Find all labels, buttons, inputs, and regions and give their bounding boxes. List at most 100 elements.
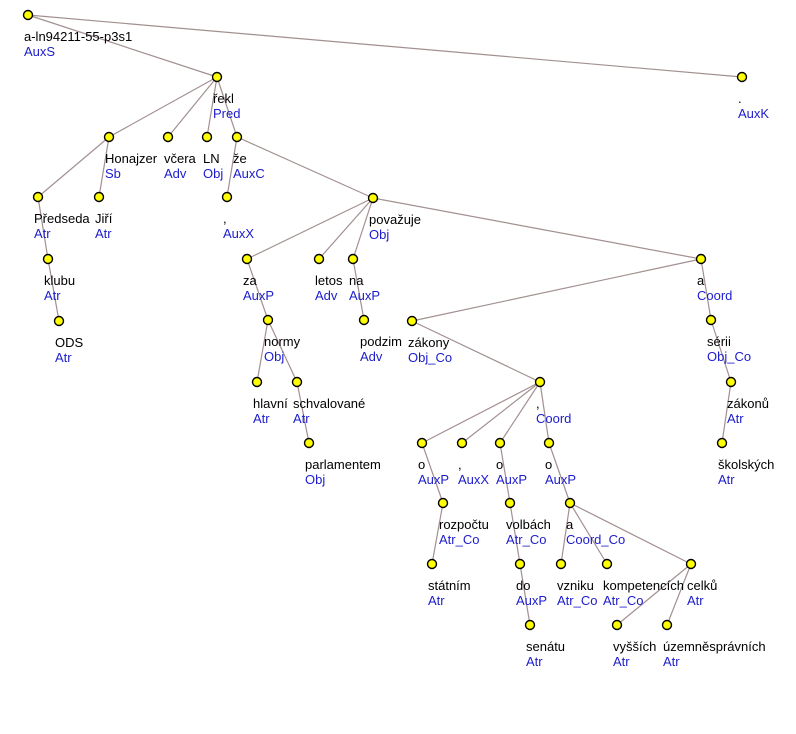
tree-edge [421,381,541,444]
tree-edge [560,502,571,565]
node-afun-label: Atr_Co [557,593,598,608]
tree-edge [421,442,444,504]
tree-node[interactable] [221,191,233,203]
tree-edge [519,563,531,626]
tree-edge [411,258,702,322]
tree-edge [411,320,541,383]
tree-node[interactable] [201,131,213,143]
tree-node[interactable] [524,619,536,631]
tree-node[interactable] [564,497,576,509]
node-afun-label: Atr [663,654,680,669]
node-token-label: považuje [369,212,422,227]
node-afun-label: Atr [718,472,735,487]
tree-edge [548,442,571,504]
tree-edge [27,14,743,78]
tree-node[interactable] [611,619,623,631]
node-token-label: zákonů [727,396,769,411]
tree-node[interactable] [53,315,65,327]
node-afun-label: Adv [315,288,338,303]
node-afun-label: Atr_Co [506,532,547,547]
tree-node[interactable] [456,437,468,449]
tree-node[interactable] [231,131,243,143]
tree-node[interactable] [685,558,697,570]
tree-node[interactable] [251,376,263,388]
node-afun-label: Atr [253,411,270,426]
tree-edge [721,381,732,444]
tree-node[interactable] [303,437,315,449]
tree-edge [37,196,49,260]
tree-edge [700,258,712,321]
tree-edge [167,76,218,138]
tree-edge [246,197,374,260]
tree-node[interactable] [555,558,567,570]
tree-node[interactable] [725,376,737,388]
node-token-label: , [458,457,462,472]
tree-edge [267,319,298,383]
node-token-label: a [566,517,574,532]
node-afun-label: Pred [213,106,241,121]
tree-node[interactable] [103,131,115,143]
node-afun-label: AuxP [349,288,381,303]
tree-node[interactable] [22,9,34,21]
tree-edge [27,14,218,78]
tree-node[interactable] [262,314,274,326]
tree-node[interactable] [313,253,325,265]
node-afun-label: Atr [526,654,543,669]
tree-edge [461,381,541,444]
tree-node[interactable] [494,437,506,449]
tree-node[interactable] [543,437,555,449]
tree-node[interactable] [42,253,54,265]
node-token-label: kompetencích [603,578,684,593]
tree-node[interactable] [358,314,370,326]
node-afun-label: Obj_Co [707,349,752,364]
tree-node[interactable] [93,191,105,203]
tree-node[interactable] [504,497,516,509]
tree-node[interactable] [367,192,379,204]
tree-node[interactable] [162,131,174,143]
node-token-label: , [536,396,540,411]
node-afun-label: Sb [105,166,121,181]
tree-node[interactable] [426,558,438,570]
tree-node[interactable] [716,437,728,449]
tree-edge [318,197,374,260]
tree-node[interactable] [736,71,748,83]
node-token-label: za [243,273,257,288]
node-afun-label: Obj [203,166,224,181]
tree-node[interactable] [534,376,546,388]
tree-node[interactable] [32,191,44,203]
tree-edge [206,76,218,138]
tree-node[interactable] [514,558,526,570]
tree-node[interactable] [695,253,707,265]
tree-edge [539,381,550,444]
tree-node[interactable] [661,619,673,631]
node-token-label: rozpočtu [439,517,489,532]
tree-node[interactable] [291,376,303,388]
tree-node[interactable] [601,558,613,570]
tree-node[interactable] [437,497,449,509]
tree-node[interactable] [416,437,428,449]
node-token-label: vyšších [613,639,657,654]
tree-node[interactable] [211,71,223,83]
node-afun-label: AuxX [223,226,255,241]
tree-node[interactable] [347,253,359,265]
tree-node[interactable] [241,253,253,265]
tree-edge [616,563,692,626]
tree-node[interactable] [705,314,717,326]
tree-node[interactable] [406,315,418,327]
node-afun-label: Obj [369,227,390,242]
